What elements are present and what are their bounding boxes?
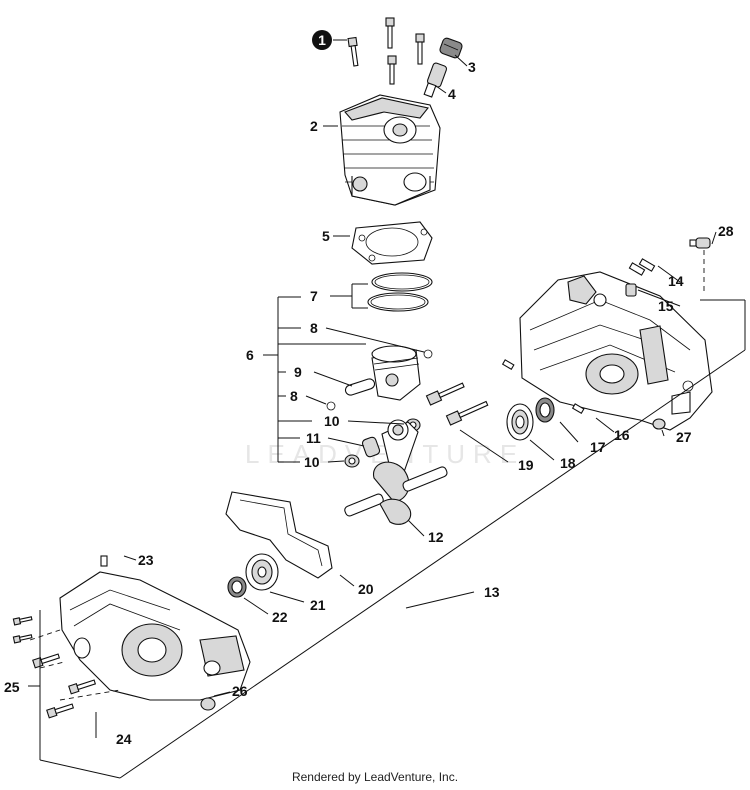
callout-7[interactable]: 7 bbox=[310, 288, 318, 304]
screw-28 bbox=[689, 237, 711, 249]
callout-6[interactable]: 6 bbox=[246, 347, 254, 363]
bushing-26 bbox=[200, 697, 216, 711]
bearing-right bbox=[506, 403, 534, 441]
piston-pin bbox=[344, 378, 376, 396]
piston bbox=[371, 345, 433, 401]
callout-19[interactable]: 19 bbox=[518, 457, 534, 473]
piston-rings bbox=[367, 272, 433, 312]
spark-plug-cap bbox=[439, 37, 463, 59]
callout-labels: 2 3 4 5 6 7 8 9 8 10 11 10 12 13 14 15 1… bbox=[4, 59, 734, 747]
callout-11[interactable]: 11 bbox=[306, 430, 321, 446]
callout-21[interactable]: 21 bbox=[310, 597, 326, 613]
callout-8a[interactable]: 8 bbox=[310, 320, 318, 336]
dowel-pins bbox=[501, 258, 656, 414]
screw-axis-lines bbox=[29, 629, 121, 701]
fitting-15 bbox=[625, 283, 637, 297]
needle-bearing bbox=[361, 436, 381, 458]
callout-15[interactable]: 15 bbox=[658, 298, 674, 314]
oil-seal-right bbox=[535, 397, 555, 423]
callout-26[interactable]: 26 bbox=[232, 683, 248, 699]
dowel-23 bbox=[100, 555, 108, 567]
circlips bbox=[326, 401, 336, 411]
callout-10a[interactable]: 10 bbox=[324, 413, 340, 429]
spark-plug bbox=[423, 62, 448, 98]
callout-10b[interactable]: 10 bbox=[304, 454, 320, 470]
crankcase-bolts bbox=[425, 382, 489, 426]
leader-lines bbox=[28, 39, 746, 779]
callout-9[interactable]: 9 bbox=[294, 364, 302, 380]
callout-12[interactable]: 12 bbox=[428, 529, 444, 545]
callout-17[interactable]: 17 bbox=[590, 439, 606, 455]
callout-1-badge bbox=[312, 30, 332, 50]
crankcase-screws bbox=[12, 616, 97, 719]
callout-16[interactable]: 16 bbox=[614, 427, 630, 443]
crankshaft bbox=[344, 419, 448, 525]
callout-1[interactable]: 1 bbox=[318, 32, 326, 48]
callout-23[interactable]: 23 bbox=[138, 552, 154, 568]
oil-seal-left bbox=[227, 576, 247, 598]
cylinder-bolts bbox=[347, 17, 425, 85]
callout-27[interactable]: 27 bbox=[676, 429, 692, 445]
callout-22[interactable]: 22 bbox=[272, 609, 288, 625]
cylinder bbox=[339, 94, 441, 206]
callout-18[interactable]: 18 bbox=[560, 455, 576, 471]
callout-8b[interactable]: 8 bbox=[290, 388, 298, 404]
footer-credit: Rendered by LeadVenture, Inc. bbox=[291, 770, 459, 784]
callout-20[interactable]: 20 bbox=[358, 581, 374, 597]
callout-24[interactable]: 24 bbox=[116, 731, 132, 747]
callout-3[interactable]: 3 bbox=[468, 59, 476, 75]
bearing-left bbox=[245, 553, 279, 591]
crankcase-gasket bbox=[225, 491, 333, 579]
callout-13[interactable]: 13 bbox=[484, 584, 500, 600]
callout-5[interactable]: 5 bbox=[322, 228, 330, 244]
callout-25[interactable]: 25 bbox=[4, 679, 20, 695]
cylinder-gasket bbox=[351, 221, 433, 265]
plug-27 bbox=[652, 418, 666, 430]
callout-28[interactable]: 28 bbox=[718, 223, 734, 239]
crankcase-right bbox=[519, 271, 713, 431]
callout-14[interactable]: 14 bbox=[668, 273, 684, 289]
callout-4[interactable]: 4 bbox=[448, 86, 456, 102]
crankcase-left bbox=[59, 571, 251, 701]
callout-2[interactable]: 2 bbox=[310, 118, 318, 134]
